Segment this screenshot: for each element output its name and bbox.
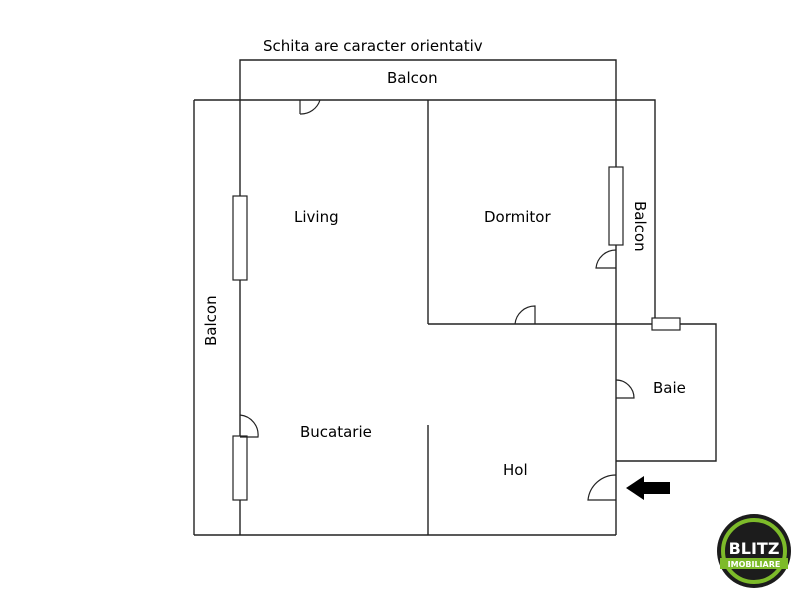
door-entrance xyxy=(587,474,617,501)
window-bathroom xyxy=(651,317,681,331)
orientation-note: Schita are caracter orientativ xyxy=(263,37,483,55)
arrow-left-icon xyxy=(626,476,670,500)
door-kitchen-balcony xyxy=(239,414,259,438)
logo-brand: BLITZ xyxy=(729,539,780,558)
door-bedroom xyxy=(514,305,536,325)
room-label-living: Living xyxy=(294,208,339,226)
door-bedroom-balcony xyxy=(595,249,617,269)
room-label-balcon-right: Balcon xyxy=(631,201,649,252)
window-kitchen xyxy=(232,435,248,501)
window-living xyxy=(232,195,248,281)
door-top-living xyxy=(299,99,321,115)
window-bedroom xyxy=(608,166,624,246)
blitz-logo: BLITZ IMOBILIARE xyxy=(717,514,791,588)
door-bathroom xyxy=(615,379,635,399)
room-label-hol: Hol xyxy=(503,461,528,479)
room-label-baie: Baie xyxy=(653,379,686,397)
room-label-dormitor: Dormitor xyxy=(484,208,551,226)
logo-sub: IMOBILIARE xyxy=(728,560,781,569)
balcony-top-outline xyxy=(239,59,617,100)
room-label-balcon-top: Balcon xyxy=(387,69,438,87)
room-label-bucatarie: Bucatarie xyxy=(300,423,372,441)
balcony-right-outline xyxy=(616,99,656,324)
apartment-walls xyxy=(194,99,617,536)
room-label-balcon-left: Balcon xyxy=(202,295,220,346)
